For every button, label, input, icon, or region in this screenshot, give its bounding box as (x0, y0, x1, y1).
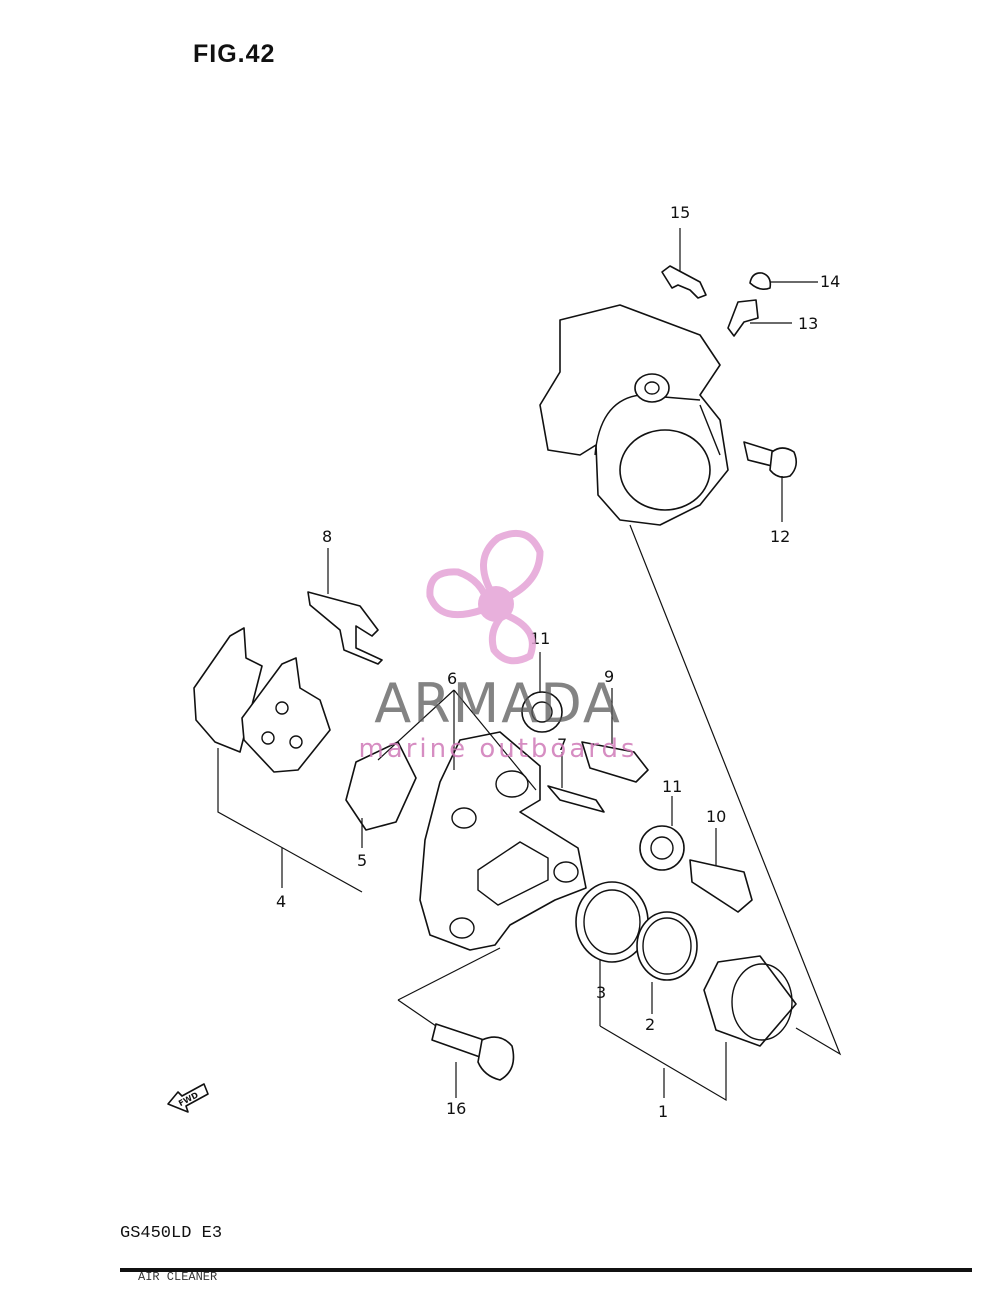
callout-15: 15 (670, 203, 690, 222)
piston-seal (636, 911, 698, 981)
watermark-tagline: marine outboards (358, 734, 638, 764)
footer-fragment: AIR CLEANER (138, 1272, 218, 1282)
bleeder-cap (749, 272, 772, 290)
watermark-brand: ARMADA (374, 672, 622, 735)
pad-pin (547, 785, 605, 813)
figure-title: FIG.42 (193, 40, 276, 68)
boot-upper (521, 691, 563, 733)
caliper-bolt-12 (743, 441, 798, 478)
holder-pin-9 (581, 741, 649, 783)
callout-13: 13 (798, 314, 818, 333)
callout-16: 16 (446, 1099, 466, 1118)
callout-5: 5 (357, 851, 367, 870)
forward-arrow-icon (167, 1083, 209, 1113)
callout-8: 8 (322, 527, 332, 546)
callout-12: 12 (770, 527, 790, 546)
callout-4: 4 (276, 892, 286, 911)
caliper-body (539, 304, 729, 526)
boot-lower (639, 825, 685, 871)
holder-bolt-16 (431, 1023, 515, 1081)
callout-2: 2 (645, 1015, 655, 1034)
callout-14: 14 (820, 272, 840, 291)
callout-10: 10 (706, 807, 726, 826)
callout-11-lower: 11 (662, 777, 682, 796)
callout-7: 7 (557, 735, 567, 754)
brake-pad-set (193, 627, 331, 773)
propeller-logo-icon (426, 529, 544, 665)
callout-6: 6 (447, 669, 457, 688)
callout-1: 1 (658, 1102, 668, 1121)
callout-labels: 1 2 3 4 5 6 7 8 9 10 11 11 12 13 14 15 1… (177, 203, 840, 1121)
pad-spring (307, 591, 383, 665)
callout-3: 3 (596, 983, 606, 1002)
caliper-holder (419, 731, 587, 951)
footer-rule (120, 1268, 972, 1272)
leader-lines (217, 228, 842, 1102)
callout-9: 9 (604, 667, 614, 686)
pad-spring-clip (661, 265, 707, 299)
bleeder-valve (727, 299, 759, 337)
piston (703, 955, 797, 1047)
holder-pin-10 (689, 859, 753, 913)
model-code: GS450LD E3 (120, 1224, 223, 1243)
